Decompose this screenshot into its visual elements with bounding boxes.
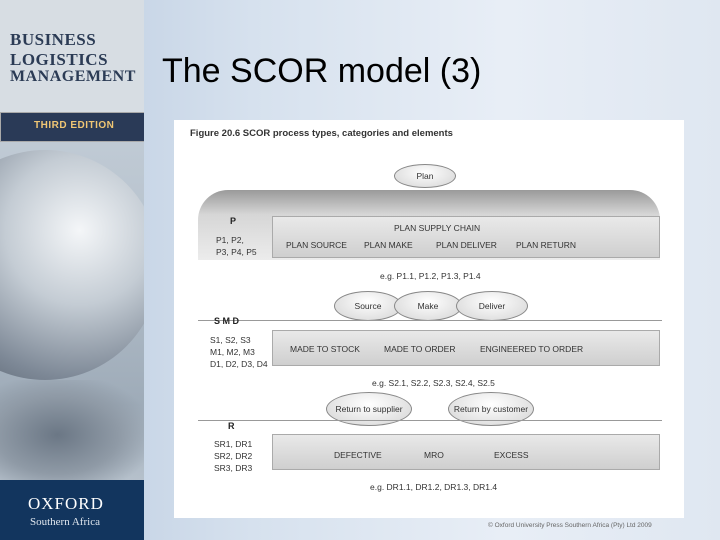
plan-oval: Plan [394, 164, 456, 188]
smd-codes-line2: M1, M2, M3 [210, 347, 255, 357]
plan-band [272, 216, 660, 258]
globe-puzzle-image [0, 150, 144, 380]
oxford-logo: OXFORD Southern Africa [0, 480, 144, 540]
r-band [272, 434, 660, 470]
smd-cell-mto: MADE TO ORDER [384, 344, 456, 354]
deliver-oval: Deliver [456, 291, 528, 321]
r-codes-line1: SR1, DR1 [214, 439, 253, 449]
smd-codes-line3: D1, D2, D3, D4 [210, 359, 268, 369]
oxford-logo-name: OXFORD [28, 494, 104, 513]
smd-cell-eto: ENGINEERED TO ORDER [480, 344, 584, 354]
cover-title-line1: BUSINESS [10, 30, 97, 49]
r-level-codes: SR1, DR1 SR2, DR2 SR3, DR3 [214, 438, 252, 474]
scor-figure: Figure 20.6 SCOR process types, categori… [174, 120, 684, 518]
r-example: e.g. DR1.1, DR1.2, DR1.3, DR1.4 [370, 482, 498, 492]
cover-title-line2: LOGISTICS [10, 50, 109, 69]
r-cell-defective: DEFECTIVE [334, 450, 382, 460]
r-level-divider [198, 420, 662, 421]
slide-title: The SCOR model (3) [162, 52, 482, 90]
make-oval: Make [394, 291, 462, 321]
r-codes-line3: SR3, DR3 [214, 463, 253, 473]
smd-example: e.g. S2.1, S2.2, S2.3, S2.4, S2.5 [372, 378, 495, 388]
r-cell-mro: MRO [424, 450, 444, 460]
cover-edition: THIRD EDITION [34, 120, 115, 131]
smd-level-letter: S M D [214, 316, 240, 326]
smd-level-divider [198, 320, 662, 321]
plan-cell-return: PLAN RETURN [516, 240, 576, 250]
plan-band-header: PLAN SUPPLY CHAIN [394, 223, 481, 233]
puzzle-pieces-image [0, 380, 144, 490]
figure-caption: Figure 20.6 SCOR process types, categori… [190, 128, 453, 139]
smd-cell-mts: MADE TO STOCK [290, 344, 360, 354]
plan-level-letter: P [230, 216, 237, 226]
plan-level-codes: P1, P2, P3, P4, P5 [216, 234, 257, 258]
plan-cell-deliver: PLAN DELIVER [436, 240, 497, 250]
plan-codes-line1: P1, P2, [216, 235, 244, 245]
cover-title-block: BUSINESS LOGISTICS MANAGEMENT [0, 0, 144, 112]
plan-codes-line2: P3, P4, P5 [216, 247, 257, 257]
smd-level-codes: S1, S2, S3 M1, M2, M3 D1, D2, D3, D4 [210, 334, 268, 370]
r-cell-excess: EXCESS [494, 450, 529, 460]
plan-cell-make: PLAN MAKE [364, 240, 413, 250]
plan-example: e.g. P1.1, P1.2, P1.3, P1.4 [380, 271, 481, 281]
source-oval: Source [334, 291, 402, 321]
cover-title-line3: MANAGEMENT [10, 68, 136, 85]
smd-codes-line1: S1, S2, S3 [210, 335, 251, 345]
book-cover: BUSINESS LOGISTICS MANAGEMENT THIRD EDIT… [0, 0, 144, 540]
r-level-letter: R [228, 421, 235, 431]
copyright-notice: © Oxford University Press Southern Afric… [488, 522, 652, 529]
oxford-logo-region: Southern Africa [30, 516, 100, 528]
plan-cell-source: PLAN SOURCE [286, 240, 347, 250]
cover-band [0, 112, 144, 142]
r-codes-line2: SR2, DR2 [214, 451, 253, 461]
smd-band [272, 330, 660, 366]
